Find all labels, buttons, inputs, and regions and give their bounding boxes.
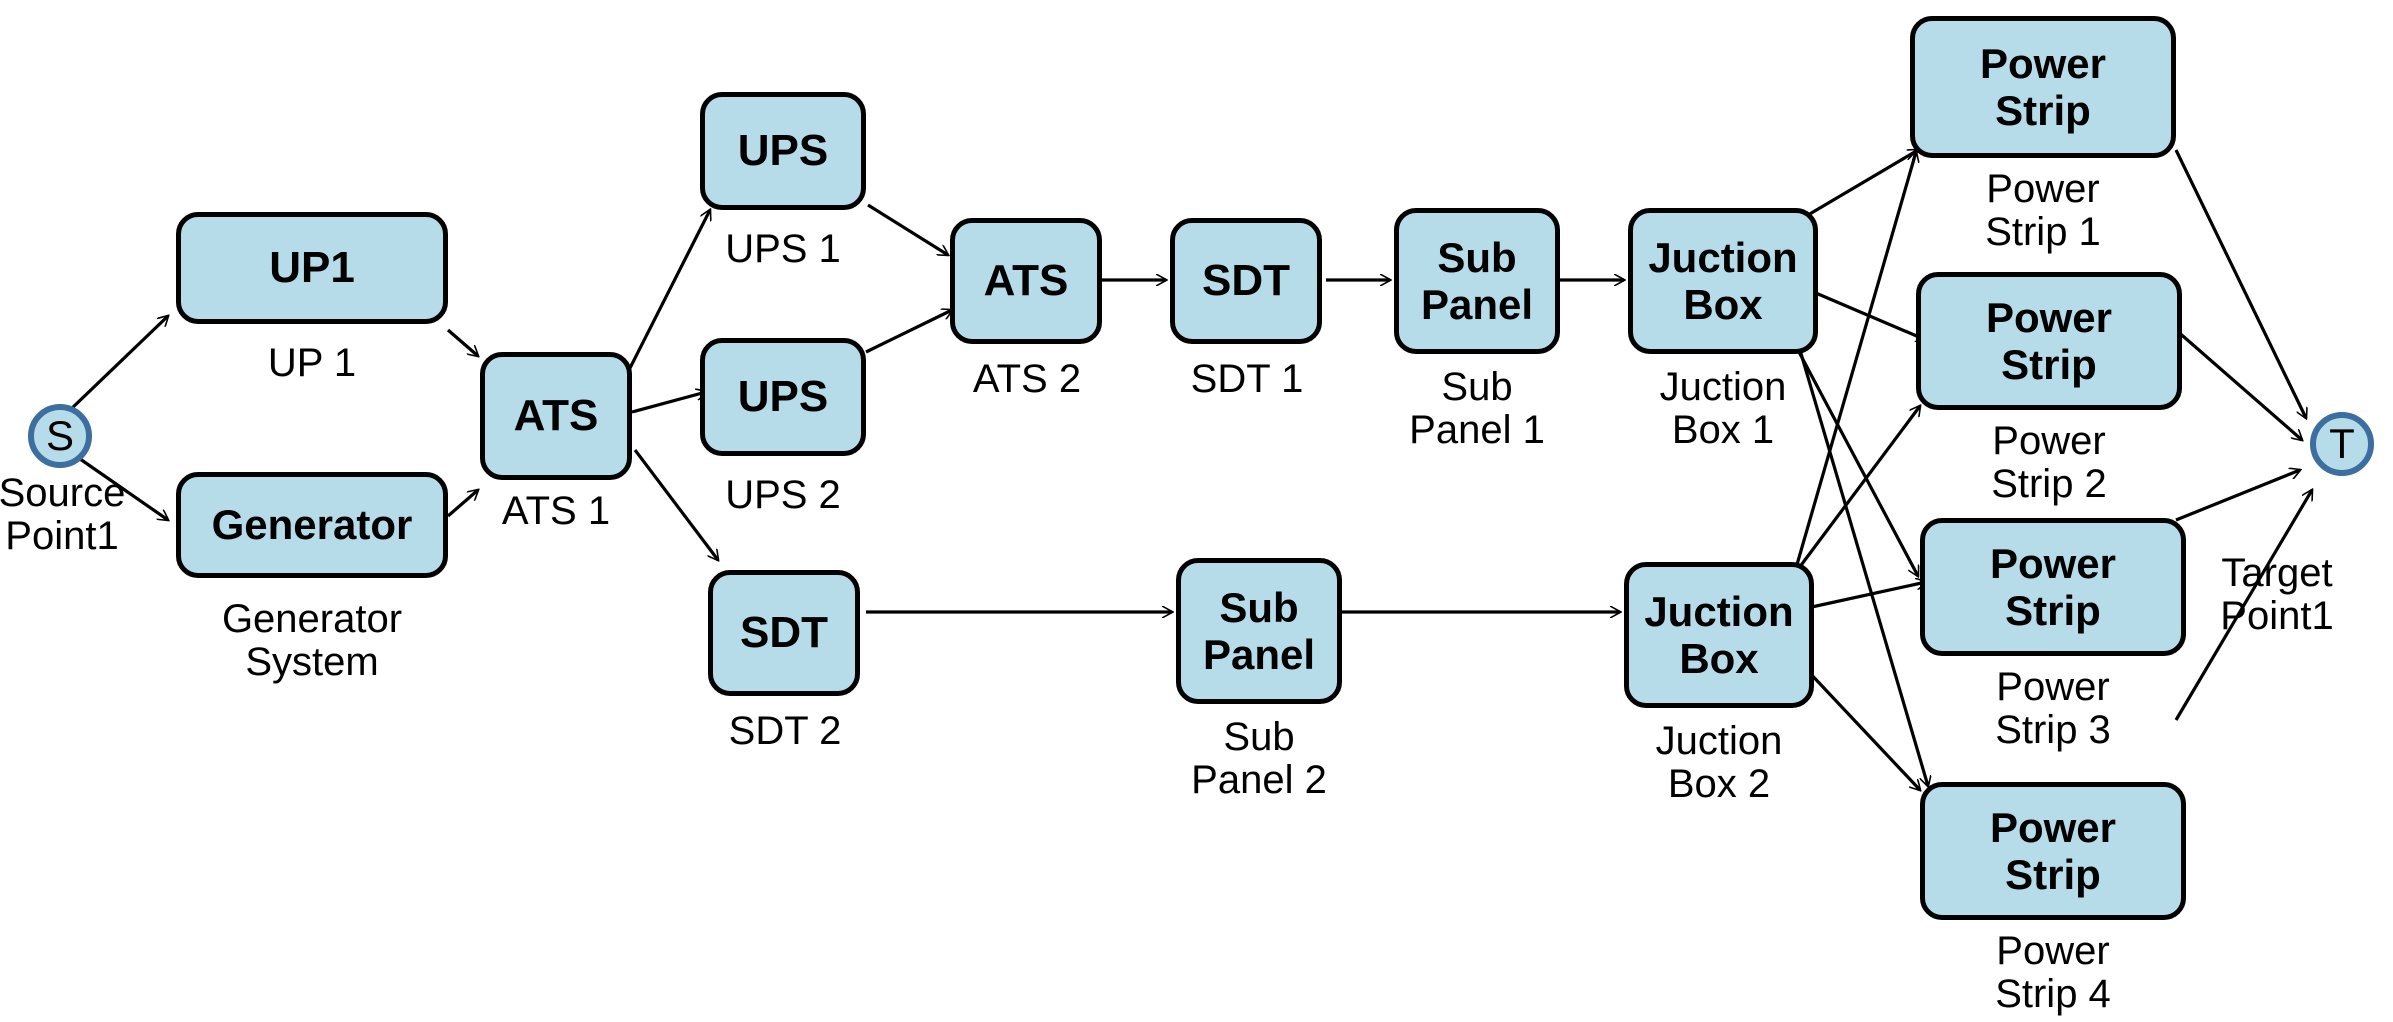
edge-generator-ats1	[446, 490, 478, 518]
node-sdt1-caption: SDT 1	[1190, 357, 1304, 401]
target-endpoint-label: T	[2329, 420, 2355, 467]
node-ups1-label: UPS	[737, 126, 829, 176]
node-sdt2-caption: SDT 2	[728, 709, 842, 753]
node-strip1-caption: Power Strip 1	[1985, 167, 2101, 255]
source-endpoint-label: S	[45, 412, 74, 459]
node-strip4-caption: Power Strip 4	[1995, 929, 2111, 1017]
edge-strip3-t	[2175, 470, 2300, 522]
node-junction2-caption: Juction Box 2	[1655, 719, 1783, 807]
node-ats1-label: ATS	[513, 391, 599, 441]
node-strip3-caption: Power Strip 3	[1995, 665, 2111, 753]
node-ats2-caption: ATS 2	[972, 357, 1082, 401]
edge-ups1-ats2	[867, 203, 948, 255]
edge-up1-ats1	[446, 328, 478, 356]
edge-strip1-t	[2174, 149, 2306, 418]
node-sdt2[interactable]: SDT	[708, 570, 860, 696]
node-ups2-caption: UPS 2	[725, 473, 841, 517]
edge-junction2-strip3	[1797, 582, 1926, 612]
node-ats1[interactable]: ATS	[480, 352, 632, 480]
node-ats2[interactable]: ATS	[950, 218, 1102, 344]
edge-ats1-ups1	[628, 210, 710, 369]
node-up1[interactable]: UP1	[176, 212, 448, 324]
node-up1-label: UP1	[269, 243, 355, 293]
node-sdt1[interactable]: SDT	[1170, 218, 1322, 344]
node-sdt1-label: SDT	[1202, 256, 1290, 306]
source-endpoint[interactable]: S	[28, 404, 92, 468]
node-ups2[interactable]: UPS	[700, 338, 866, 456]
node-subpanel2-caption: Sub Panel 2	[1191, 715, 1327, 803]
edge-s-up1	[68, 316, 168, 412]
node-ats1-caption: ATS 1	[501, 489, 611, 533]
node-ats2-label: ATS	[983, 256, 1069, 306]
node-generator-caption: Generator System	[221, 597, 403, 685]
edge-junction2-strip1	[1794, 152, 1916, 569]
edge-ups2-ats2	[865, 310, 952, 354]
node-generator-label: Generator	[211, 501, 413, 549]
node-subpanel1-caption: Sub Panel 1	[1409, 365, 1545, 453]
node-junction1-caption: Juction Box 1	[1659, 365, 1787, 453]
target-endpoint-caption: Target Point1	[2220, 551, 2334, 639]
node-ups1-caption: UPS 1	[725, 227, 841, 271]
node-generator[interactable]: Generator	[176, 472, 448, 578]
node-sdt2-label: SDT	[740, 608, 828, 658]
edge-ats1-ups2	[631, 392, 706, 414]
node-strip2-caption: Power Strip 2	[1991, 419, 2107, 507]
source-endpoint-caption: Source Point1	[0, 471, 126, 559]
edge-strip2-t	[2174, 328, 2302, 440]
node-ups1[interactable]: UPS	[700, 92, 866, 210]
node-ups2-label: UPS	[737, 372, 829, 422]
node-up1-caption: UP 1	[267, 341, 357, 385]
target-endpoint[interactable]: T	[2310, 412, 2374, 476]
